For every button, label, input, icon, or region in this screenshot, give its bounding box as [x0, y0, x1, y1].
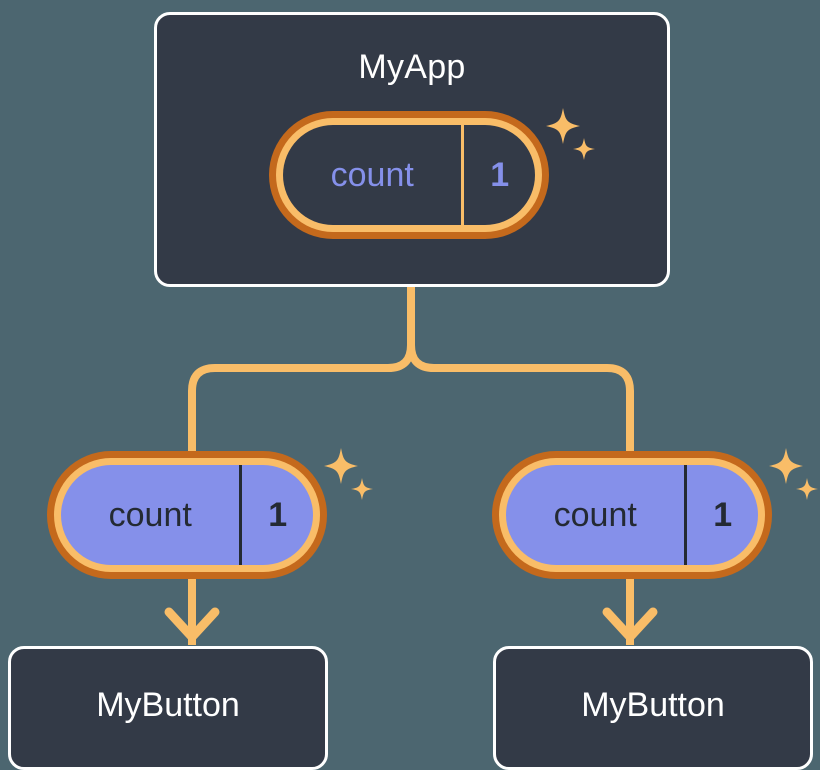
component-label: MyButton [96, 686, 240, 724]
arrowhead-left [164, 607, 220, 642]
component-label: MyButton [581, 686, 725, 724]
pill-outer-ring: count 1 [492, 451, 772, 579]
connector-branch-left [188, 344, 415, 455]
sparkle-large-icon [324, 448, 358, 484]
pill-inner-ring: count 1 [276, 118, 542, 232]
pill-inner-ring: count 1 [499, 458, 765, 572]
state-value-label: 1 [713, 495, 733, 534]
state-pill-child-right[interactable]: count 1 [492, 451, 772, 579]
pill-outer-ring: count 1 [269, 111, 549, 239]
pill-outer-ring: count 1 [47, 451, 327, 579]
state-value-label: 1 [490, 155, 510, 194]
sparkle-large-icon [769, 448, 803, 484]
pill-inner-ring: count 1 [54, 458, 320, 572]
state-value-label: 1 [268, 495, 288, 534]
state-key-label: count [61, 465, 243, 565]
pill-body: count 1 [506, 465, 758, 565]
component-card-mybutton-right[interactable]: MyButton [493, 646, 813, 770]
sparkle-small-icon [351, 478, 373, 500]
connector-branch-right [407, 344, 634, 455]
page-title: MyApp [358, 48, 466, 86]
component-card-mybutton-left[interactable]: MyButton [8, 646, 328, 770]
pill-body: count 1 [61, 465, 313, 565]
state-key-label: count [283, 125, 465, 225]
state-key-label: count [506, 465, 688, 565]
arrowhead-right [602, 607, 658, 642]
state-pill-child-left[interactable]: count 1 [47, 451, 327, 579]
state-pill-myapp[interactable]: count 1 [269, 111, 549, 239]
sparkle-small-icon [796, 478, 818, 500]
pill-body: count 1 [283, 125, 535, 225]
